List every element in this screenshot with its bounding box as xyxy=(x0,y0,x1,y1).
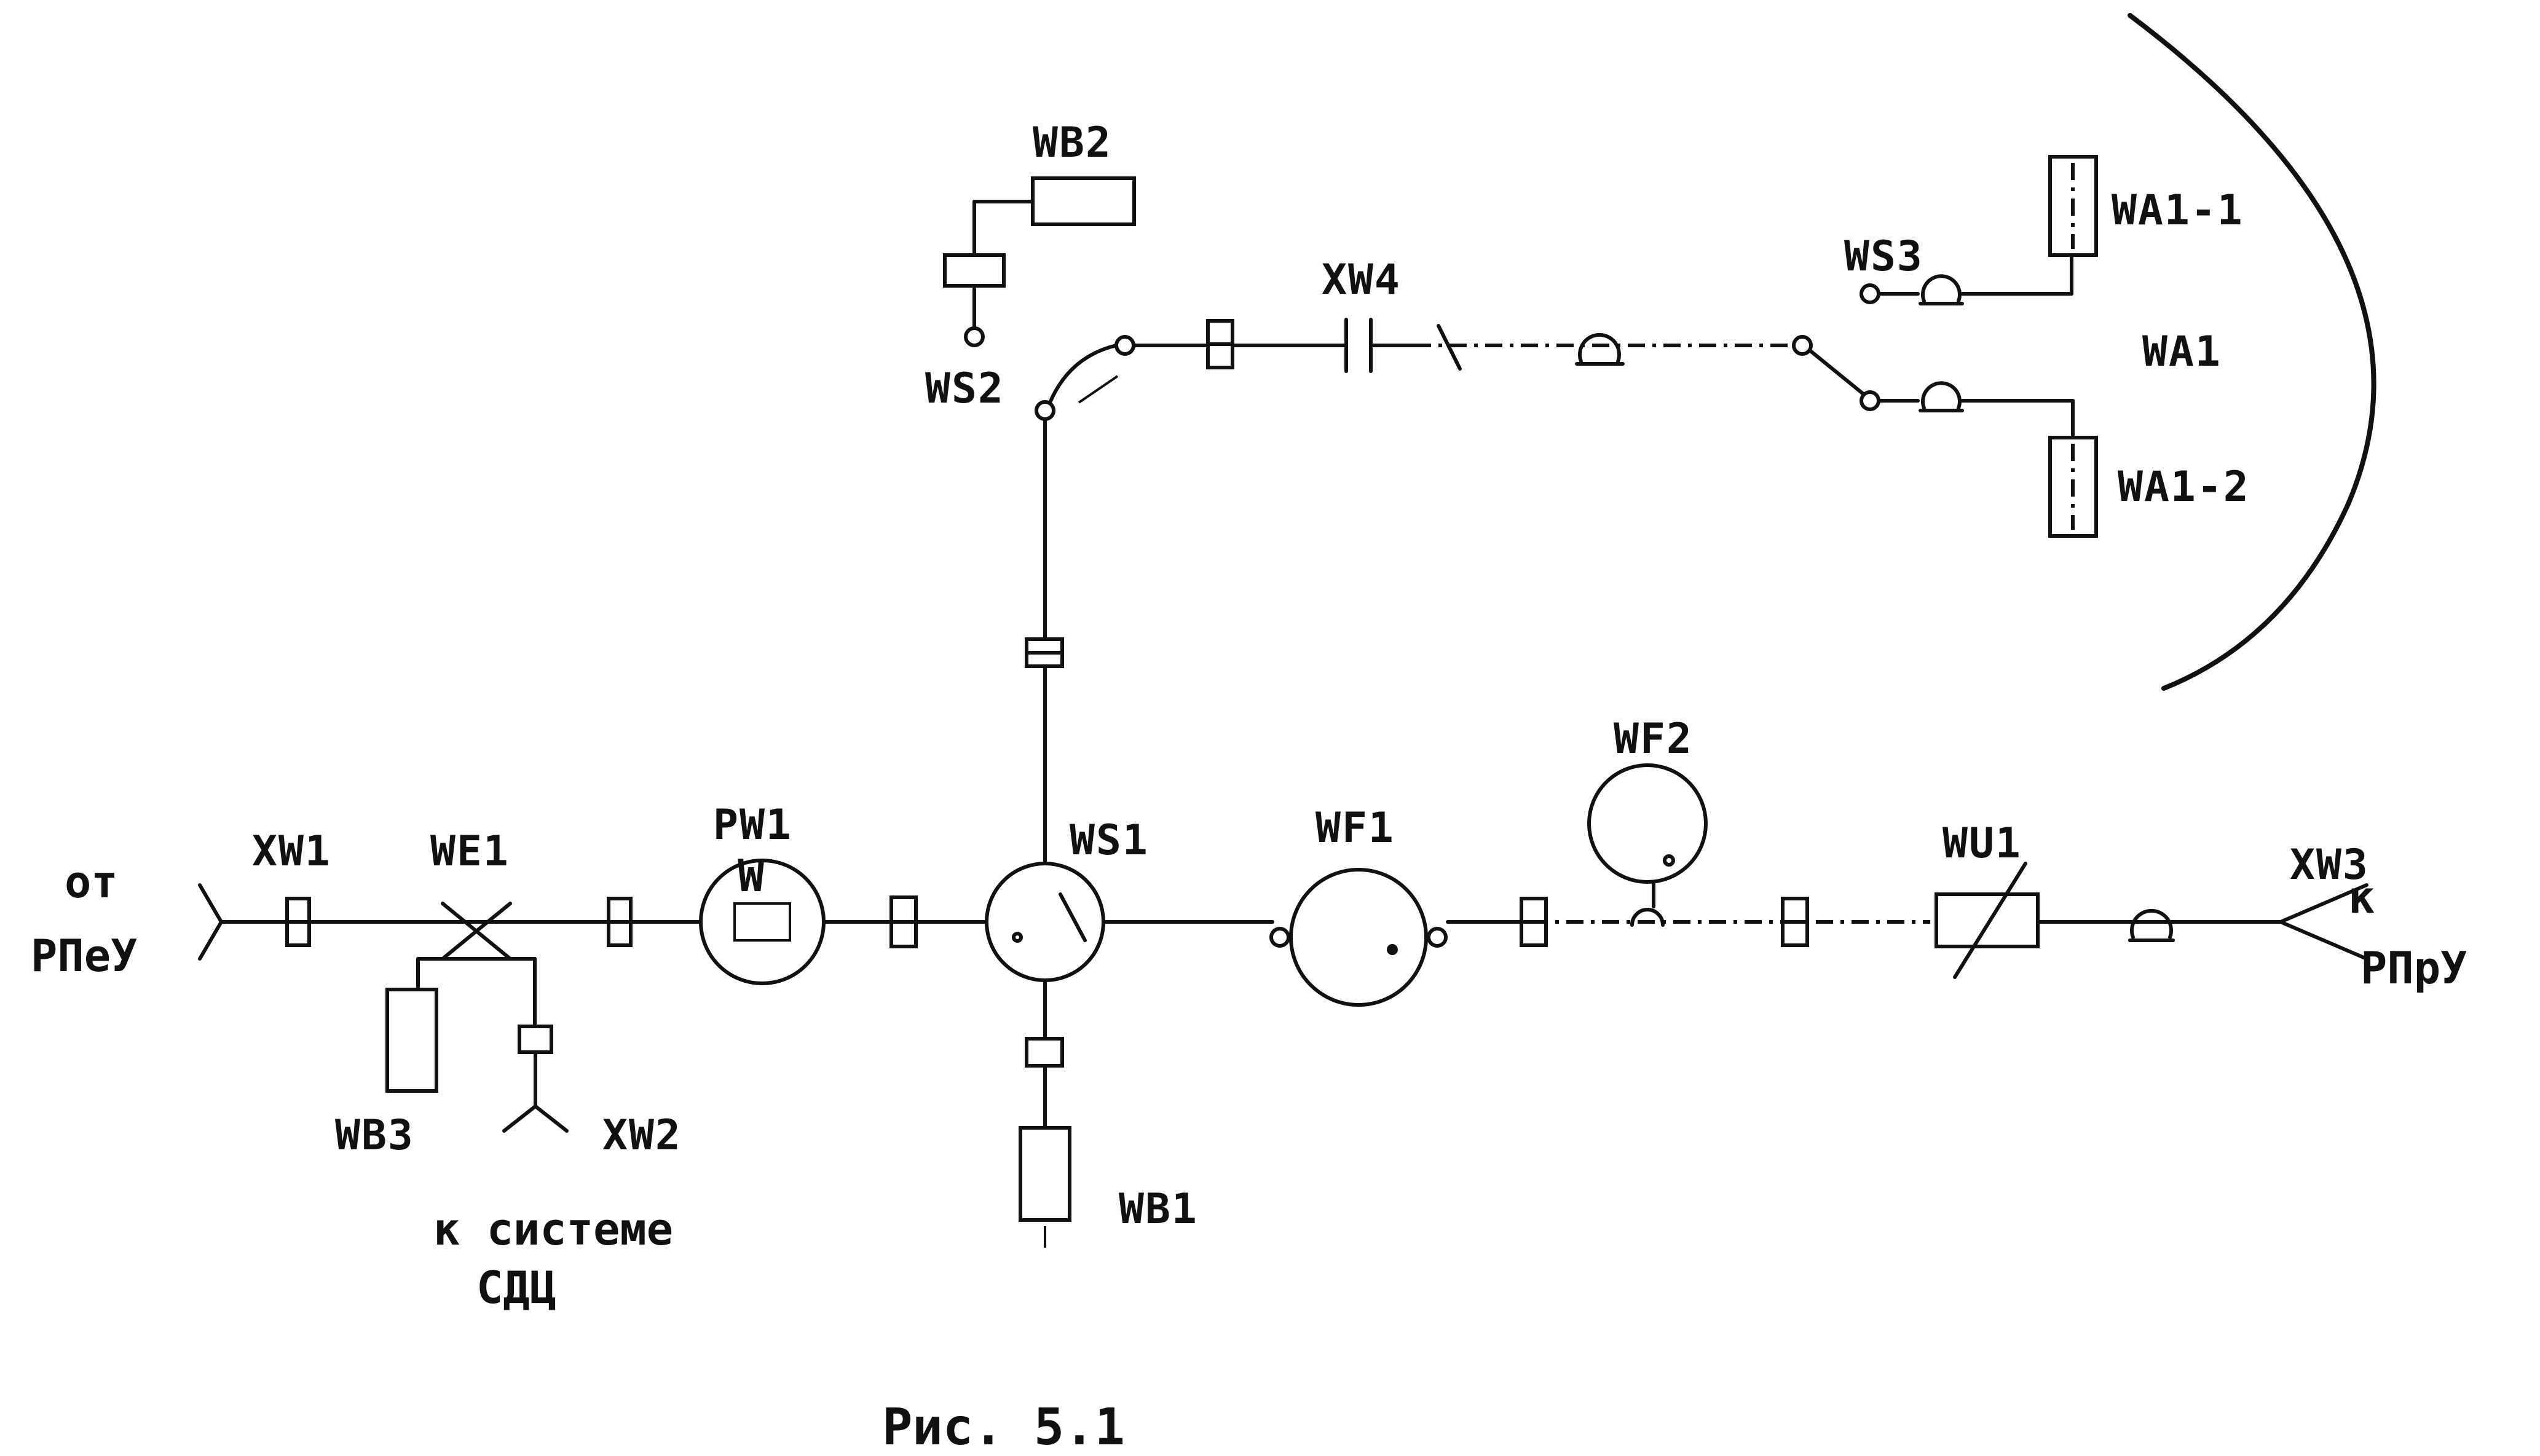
wf2-label: WF2 xyxy=(1614,715,1693,763)
output-terminal-name: РПрУ xyxy=(2361,942,2467,994)
ws1-lower-branch xyxy=(1019,978,1071,1248)
connector-before-wu1 xyxy=(1781,897,1809,947)
wa1-reflector-arc xyxy=(2128,13,2376,691)
ws2-label: WS2 xyxy=(925,364,1004,413)
wa1-2-label: WA1-2 xyxy=(2118,463,2250,511)
xw2-branch xyxy=(502,1025,569,1133)
input-terminal-symbol xyxy=(198,883,224,961)
rotary-joint-wa1-1 xyxy=(1919,274,1964,305)
wa1-label: WA1 xyxy=(2142,328,2222,376)
rotary-joint-wa1-2 xyxy=(1919,381,1964,412)
xw4-label: XW4 xyxy=(1322,256,1401,304)
wf2-filter xyxy=(1587,763,1708,927)
connector-after-pw1 xyxy=(889,895,918,948)
wb3-label: WB3 xyxy=(335,1111,414,1160)
ws1-switch xyxy=(985,862,1105,982)
wb3-load xyxy=(385,988,438,1093)
wb2-branch xyxy=(943,176,1136,330)
rotary-joint-output xyxy=(2128,908,2175,942)
input-terminal-label: от РПеУ xyxy=(31,856,137,982)
input-terminal-name: РПеУ xyxy=(31,930,137,982)
ws3-switch xyxy=(1792,283,1920,411)
xw3-label: XW3 xyxy=(2290,841,2369,889)
xw2-label: XW2 xyxy=(602,1111,682,1160)
wu1-attenuator xyxy=(1935,862,2040,979)
wb2-label: WB2 xyxy=(1033,119,1112,167)
wa1-1-antenna xyxy=(1960,155,2098,296)
output-terminal-symbol xyxy=(2276,883,2368,961)
pw1-symbol: W xyxy=(738,850,765,902)
xw1-label: XW1 xyxy=(252,827,331,876)
we1-label: WE1 xyxy=(430,827,510,876)
xw1-connector xyxy=(285,897,311,947)
we1-coupler xyxy=(416,902,537,1028)
rotary-joint-upper xyxy=(1575,333,1625,366)
wf1-label: WF1 xyxy=(1315,804,1395,852)
input-terminal-from: от xyxy=(65,856,118,908)
ws1-upper-branch xyxy=(1025,417,1064,865)
wa1-2-antenna xyxy=(1960,399,2098,538)
pw1-power-meter: W xyxy=(699,850,826,985)
connector-after-wf1 xyxy=(1520,897,1548,947)
pw1-label: PW1 xyxy=(713,801,792,849)
wu1-label: WU1 xyxy=(1942,819,2022,868)
connector-before-pw1 xyxy=(607,897,633,947)
figure-caption: Рис. 5.1 xyxy=(882,1398,1125,1453)
wb1-label: WB1 xyxy=(1119,1185,1198,1234)
upper-feeder-line xyxy=(1132,318,1795,373)
output-terminal-to: к xyxy=(2348,872,2375,923)
ws1-label: WS1 xyxy=(1070,816,1149,865)
wa1-1-label: WA1-1 xyxy=(2112,186,2244,235)
system-note-line2: СДЦ xyxy=(476,1262,556,1313)
ws3-label: WS3 xyxy=(1844,232,1923,281)
wf1-filter xyxy=(1269,868,1448,1007)
system-note-line1: к системе xyxy=(433,1203,673,1255)
ws2-switch xyxy=(964,326,1135,421)
